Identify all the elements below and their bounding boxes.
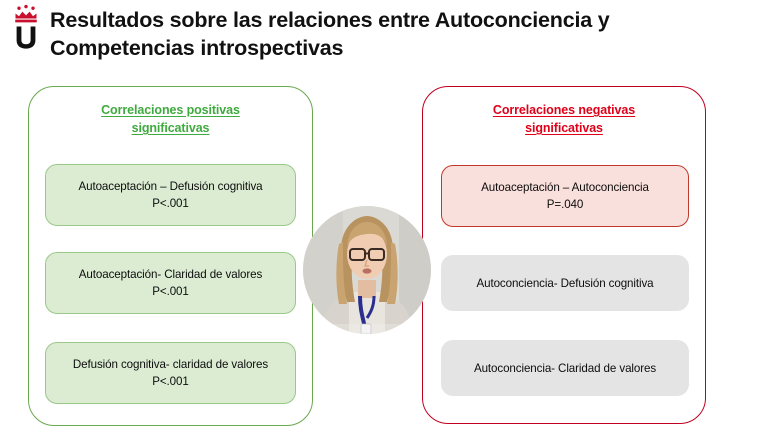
panel-heading-negative: Correlaciones negativas significativas <box>492 103 636 135</box>
panel-positive-correlations: Correlaciones positivas significativas A… <box>28 86 313 426</box>
correlation-item: Autoaceptación – Defusión cognitiva P<.0… <box>45 164 296 226</box>
university-logo <box>8 4 44 52</box>
page-title: Resultados sobre las relaciones entre Au… <box>50 8 610 60</box>
panel-heading-positive: Correlaciones positivas significativas <box>101 103 240 135</box>
correlation-item: Autoconciencia- Claridad de valores <box>441 340 689 396</box>
slide-header: Resultados sobre las relaciones entre Au… <box>0 0 768 76</box>
correlation-item: Defusión cognitiva- claridad de valores … <box>45 342 296 404</box>
presenter-video-circle[interactable] <box>303 206 431 334</box>
panel-negative-correlations: Correlaciones negativas significativas A… <box>422 86 706 424</box>
crown-u-icon <box>15 4 37 49</box>
correlation-item: Autoaceptación – Autoconciencia P=.040 <box>441 165 689 227</box>
correlation-item: Autoconciencia- Defusión cognitiva <box>441 255 689 311</box>
presenter-avatar-image <box>303 206 431 334</box>
correlation-item: Autoaceptación- Claridad de valores P<.0… <box>45 252 296 314</box>
